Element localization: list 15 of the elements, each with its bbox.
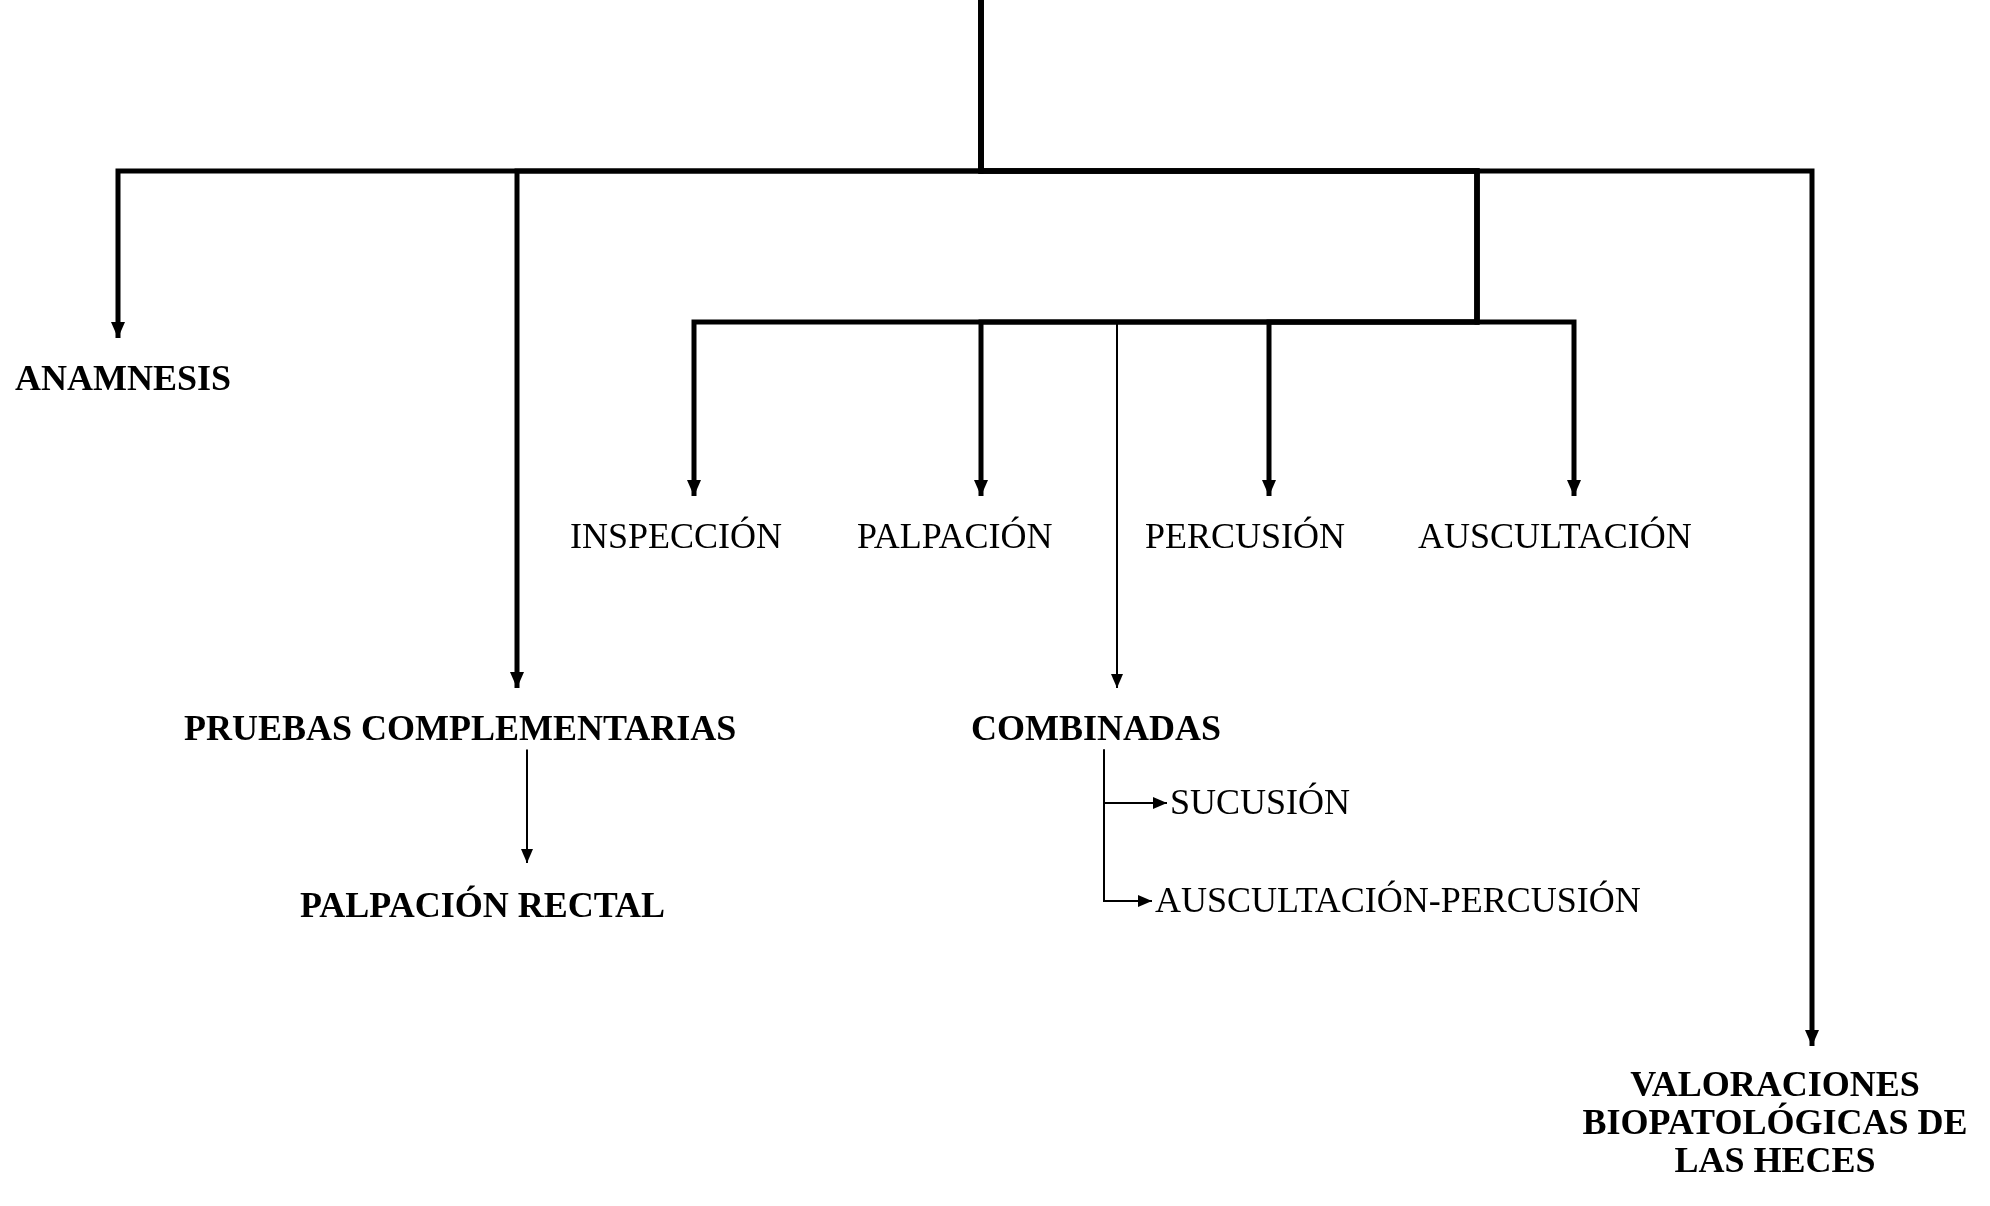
text-label: VALORACIONES BIOPATOLÓGICAS DE LAS HECES xyxy=(1560,1066,1990,1180)
text-label: PALPACIÓN RECTAL xyxy=(300,885,665,927)
text-label: INSPECCIÓN xyxy=(570,516,783,558)
text-label: PALPACIÓN xyxy=(857,516,1053,558)
arrow xyxy=(1103,748,1153,907)
arrow xyxy=(978,0,1819,1046)
text-label: PRUEBAS COMPLEMENTARIAS xyxy=(184,708,737,750)
text-label: AUSCULTACIÓN-PERCUSIÓN xyxy=(1155,880,1641,922)
text-label: COMBINADAS xyxy=(971,708,1221,750)
text-label: ANAMNESIS xyxy=(15,358,232,400)
arrow xyxy=(1111,321,1123,689)
text-label: PERCUSIÓN xyxy=(1145,516,1346,558)
text-label: SUCUSIÓN xyxy=(1170,782,1351,824)
text-label: AUSCULTACIÓN xyxy=(1418,516,1692,558)
arrow xyxy=(521,748,533,864)
